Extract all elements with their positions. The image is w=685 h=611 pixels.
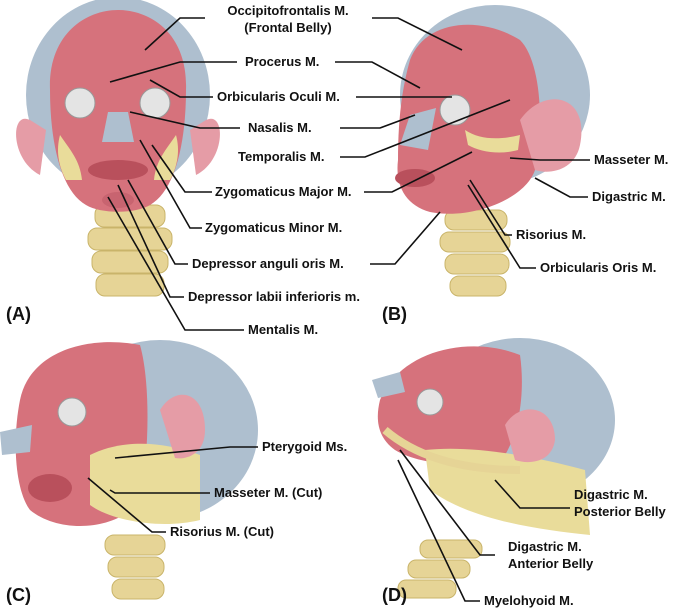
panel-b-ear (520, 99, 582, 172)
leader-digastric (534, 177, 588, 198)
labels: Occipitofrontalis M. (Frontal Belly) Pro… (170, 3, 668, 608)
panel-label-d: (D) (382, 585, 407, 605)
panel-label-b: (B) (382, 304, 407, 324)
label-digastric-post-line1: Digastric M. (574, 487, 648, 502)
leader-zyg-major-a (151, 144, 212, 193)
panel-d-ear (505, 409, 555, 463)
panel-a-fat-cheek-left (58, 135, 82, 180)
panel-a-ear-right (16, 118, 46, 175)
panel-a-mouth (88, 160, 148, 180)
leader-occipitofrontalis-a (144, 17, 205, 51)
panel-b-fat (465, 130, 520, 153)
panel-letters: (A) (B) (C) (D) (6, 304, 407, 605)
label-mylohyoid: Myelohyoid M. (484, 593, 574, 608)
panel-a-spine (87, 204, 173, 297)
label-zygomaticus-minor: Zygomaticus Minor M. (205, 220, 342, 235)
leader-temporalis (340, 99, 511, 158)
label-masseter: Masseter M. (594, 152, 668, 167)
label-depressor-labii: Depressor labii inferioris m. (188, 289, 360, 304)
panel-d-nose (372, 372, 405, 398)
leader-dep-anguli-a (127, 179, 188, 265)
leader-orb-oris (467, 184, 536, 269)
leader-occipitofrontalis-b (372, 17, 463, 51)
panel-b-face-muscles (397, 24, 540, 214)
label-zygomaticus-major: Zygomaticus Major M. (215, 184, 352, 199)
leader-digastric-ant (399, 449, 495, 556)
label-digastric: Digastric M. (592, 189, 666, 204)
label-masseter-cut: Masseter M. (Cut) (214, 485, 322, 500)
panel-c-fat (90, 443, 200, 525)
panel-c-mouth (28, 474, 72, 502)
label-nasalis: Nasalis M. (248, 120, 312, 135)
label-mentalis: Mentalis M. (248, 322, 318, 337)
panel-a-ear-left (190, 118, 220, 175)
label-digastric-ant-line2: Anterior Belly (508, 556, 594, 571)
panel-c-illustration (0, 340, 258, 600)
leader-risorius-cut (87, 477, 166, 533)
leader-masseter (509, 157, 590, 161)
panel-a-eye-left (139, 87, 171, 119)
panel-c-spine (104, 534, 166, 600)
panel-b-eye (439, 94, 471, 126)
label-procerus: Procerus M. (245, 54, 319, 69)
panel-c-nose (0, 425, 32, 455)
leader-procerus-b (335, 61, 421, 89)
leader-lines (87, 17, 590, 602)
label-orbicularis-oculi: Orbicularis Oculi M. (217, 89, 340, 104)
panel-b-spine (439, 209, 511, 297)
panel-b-mouth (395, 169, 435, 187)
panel-d-spine (397, 539, 483, 599)
leader-dep-labii (117, 184, 184, 298)
leader-pterygoid (114, 446, 258, 459)
panel-a-illustration (16, 0, 220, 297)
panel-a-chin (102, 192, 134, 208)
label-occipitofrontalis-line2: (Frontal Belly) (244, 20, 331, 35)
leader-masseter-cut (109, 489, 210, 494)
panel-d-illustration (372, 338, 615, 599)
label-risorius-cut: Risorius M. (Cut) (170, 524, 274, 539)
panel-c-eye (57, 397, 87, 427)
panel-c-ear (160, 394, 205, 459)
panel-d-eye (416, 388, 444, 416)
leader-zyg-major-b (364, 151, 473, 193)
leader-nasalis-b (340, 114, 416, 129)
label-temporalis: Temporalis M. (238, 149, 324, 164)
label-orbicularis-oris: Orbicularis Oris M. (540, 260, 656, 275)
panel-b-illustration (395, 5, 590, 297)
leader-orb-oculi-a (149, 79, 213, 98)
panel-d-fat (425, 448, 590, 535)
label-risorius: Risorius M. (516, 227, 586, 242)
panel-label-a: (A) (6, 304, 31, 324)
leader-procerus-a (109, 61, 237, 83)
leader-mentalis (107, 196, 244, 331)
label-digastric-ant-line1: Digastric M. (508, 539, 582, 554)
leader-dep-anguli-b (370, 211, 441, 265)
panel-a-nose (102, 112, 134, 142)
panel-d-mandible (382, 426, 521, 474)
panel-a-fat-cheek-right (154, 135, 178, 180)
label-pterygoid: Pterygoid Ms. (262, 439, 347, 454)
label-digastric-post-line2: Posterior Belly (574, 504, 667, 519)
leader-nasalis-a (129, 111, 240, 129)
label-occipitofrontalis-line1: Occipitofrontalis M. (227, 3, 348, 18)
leader-digastric-post (494, 479, 570, 509)
leader-mylohyoid (397, 459, 480, 602)
label-depressor-anguli: Depressor anguli oris M. (192, 256, 344, 271)
panel-a-eye-right (64, 87, 96, 119)
leader-risorius (469, 179, 512, 236)
panel-d-face-muscles (377, 346, 522, 465)
leader-zyg-minor (139, 139, 202, 229)
panel-label-c: (C) (6, 585, 31, 605)
